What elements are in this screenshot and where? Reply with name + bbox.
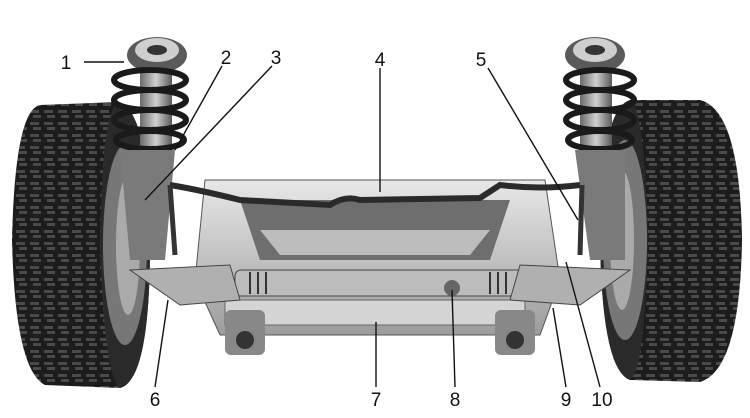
- right-strut-assembly: [563, 37, 637, 260]
- callout-6: 6: [150, 390, 161, 411]
- callout-9: 9: [561, 390, 572, 411]
- callout-1: 1: [61, 53, 72, 74]
- callout-7: 7: [371, 390, 382, 411]
- subframe: [194, 179, 561, 355]
- right-lower-arm: [509, 264, 632, 306]
- callout-8: 8: [450, 390, 461, 411]
- callout-4: 4: [375, 50, 386, 71]
- right-stabilizer-link: [577, 184, 585, 256]
- left-stabilizer-link: [167, 184, 178, 256]
- stabilizer-bar: [169, 181, 581, 209]
- callout-3: 3: [271, 48, 282, 69]
- callout-10: 10: [591, 390, 612, 411]
- left-strut-assembly: [111, 37, 189, 260]
- callout-labels: 1 2 3 4 5 6 7 8 9 10: [61, 48, 613, 411]
- callout-2: 2: [221, 48, 232, 69]
- left-lower-arm: [128, 264, 241, 306]
- callout-leaders: [84, 61, 601, 388]
- steering-rack: [234, 269, 526, 297]
- callout-5: 5: [476, 50, 487, 71]
